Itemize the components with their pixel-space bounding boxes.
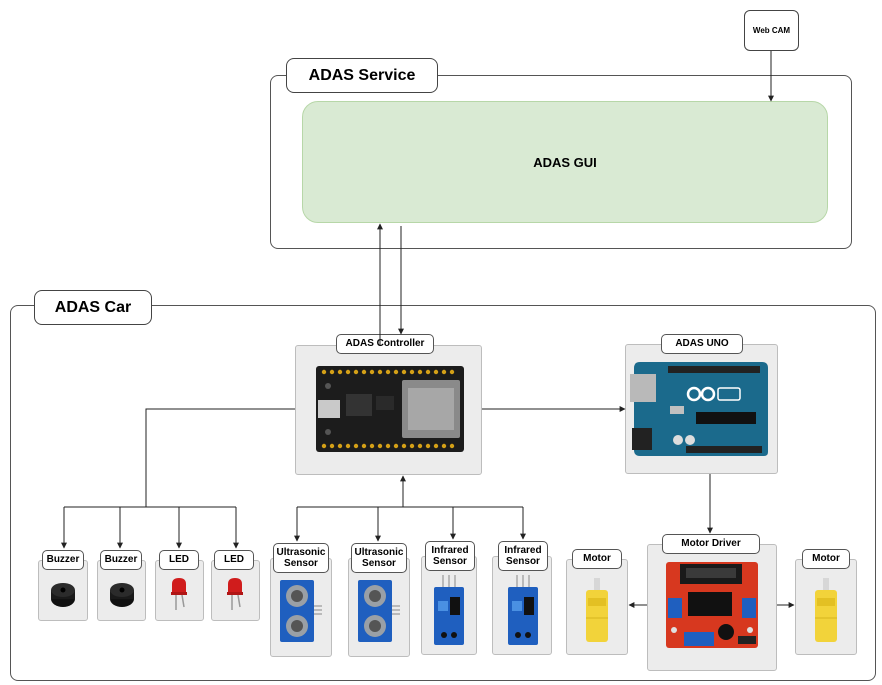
adas-controller-label: ADAS Controller	[336, 334, 434, 354]
adas-uno-label: ADAS UNO	[661, 334, 743, 354]
buzzer-1-icon	[51, 583, 75, 607]
infrared-1-label: Infrared Sensor	[425, 541, 475, 571]
motor-driver-label-text: Motor Driver	[681, 538, 741, 550]
adas-uno-label-text: ADAS UNO	[675, 338, 729, 350]
led-2-icon	[227, 578, 243, 610]
infrared-2-label-text: Infrared Sensor	[504, 544, 542, 568]
ultrasonic-2-label-text: Ultrasonic Sensor	[354, 546, 404, 570]
led-2-label: LED	[214, 550, 254, 570]
buzzer-2-icon	[110, 583, 134, 607]
infrared-1-label-text: Infrared Sensor	[431, 544, 469, 568]
buzzer-2-label: Buzzer	[100, 550, 142, 570]
adas-service-title: ADAS Service	[286, 58, 438, 93]
motor-right-label: Motor	[802, 549, 850, 569]
esp32-board-image	[316, 366, 464, 452]
arduino-uno-image	[630, 362, 768, 456]
led-1-label: LED	[159, 550, 199, 570]
adas-service-title-text: ADAS Service	[308, 66, 416, 84]
l298n-driver-image	[666, 562, 758, 648]
buzzer-1-label: Buzzer	[42, 550, 84, 570]
adas-car-title: ADAS Car	[34, 290, 152, 325]
webcam-box: Web CAM	[744, 10, 799, 51]
led-1-icon	[171, 578, 187, 610]
ultrasonic-2-label: Ultrasonic Sensor	[351, 543, 407, 573]
motor-driver-label: Motor Driver	[662, 534, 760, 554]
motor-left-label-text: Motor	[583, 553, 611, 565]
infrared-1-icon	[434, 575, 464, 645]
ultrasonic-1-icon	[280, 580, 322, 642]
adas-gui-label: ADAS GUI	[533, 154, 597, 170]
adas-car-title-text: ADAS Car	[54, 298, 132, 316]
adas-controller-label-text: ADAS Controller	[345, 338, 425, 350]
led-1-label-text: LED	[169, 554, 189, 566]
ultrasonic-2-icon	[358, 580, 400, 642]
adas-gui-box: ADAS GUI	[302, 101, 828, 223]
motor-left-icon	[586, 578, 608, 642]
motor-right-icon	[815, 578, 837, 642]
webcam-label: Web CAM	[752, 26, 791, 35]
infrared-2-icon	[508, 575, 538, 645]
buzzer-2-label-text: Buzzer	[104, 554, 138, 566]
motor-right-label-text: Motor	[812, 553, 840, 565]
infrared-2-label: Infrared Sensor	[498, 541, 548, 571]
motor-left-label: Motor	[572, 549, 622, 569]
ultrasonic-1-label-text: Ultrasonic Sensor	[276, 546, 326, 570]
led-2-label-text: LED	[224, 554, 244, 566]
buzzer-1-label-text: Buzzer	[46, 554, 80, 566]
led-2-box	[211, 560, 260, 621]
ultrasonic-1-label: Ultrasonic Sensor	[273, 543, 329, 573]
